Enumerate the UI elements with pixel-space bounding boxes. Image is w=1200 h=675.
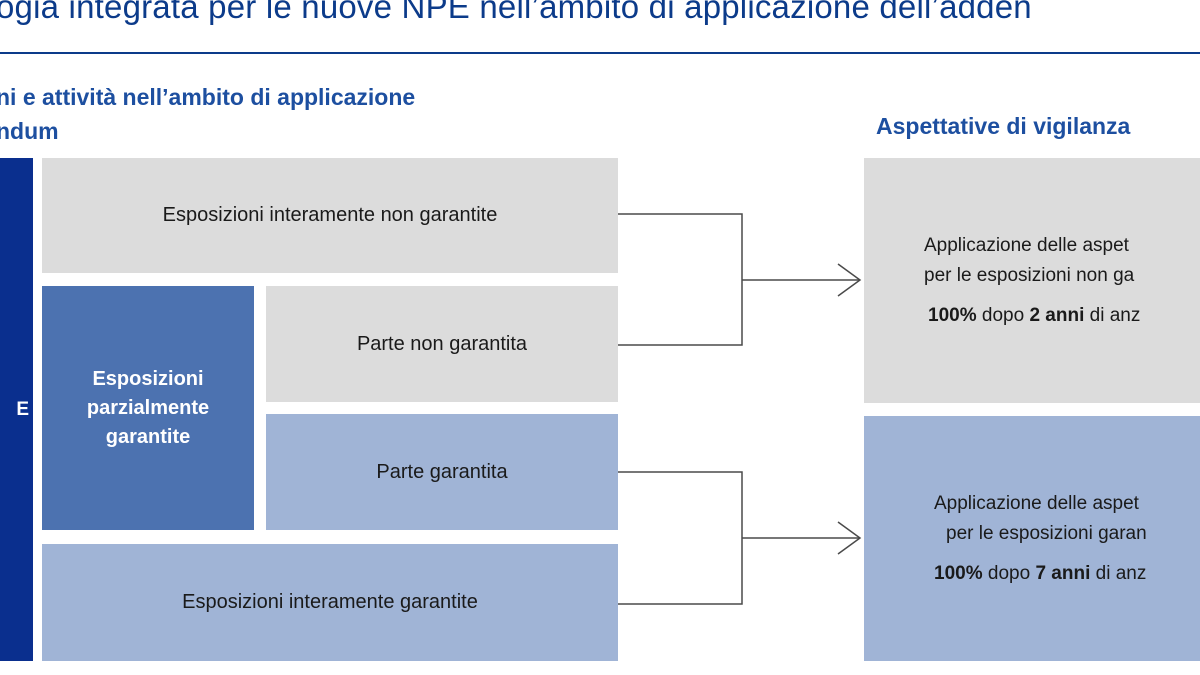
expectation-secured-years: 7 anni <box>1035 562 1091 584</box>
side-category-label: E <box>16 398 29 420</box>
side-category-bar: E <box>0 158 33 661</box>
title-divider <box>0 52 1200 54</box>
expectation-unsecured-pct: 100% <box>928 304 977 326</box>
expectation-unsecured-years: 2 anni <box>1029 304 1085 326</box>
left-heading-line-1: ni e attività nell’ambito di applicazion… <box>0 84 416 110</box>
expectation-unsecured-timeline: 100% dopo 2 anni di anz <box>924 301 1200 331</box>
box-partially-secured-label: Esposizioni parzialmente garantite <box>86 367 210 448</box>
box-unsecured-part-label: Parte non garantita <box>356 332 528 355</box>
left-heading-line-2: ndum <box>0 118 59 144</box>
right-section-heading: Aspettative di vigilanza <box>876 113 1131 139</box>
connector-lower-bracket <box>618 471 743 605</box>
expectation-unsecured-tail: di anz <box>1089 304 1141 326</box>
expectation-secured-line-2: per le esposizioni garan <box>946 522 1147 544</box>
box-unsecured-part: Parte non garantita <box>266 286 618 402</box>
expectation-secured-mid: dopo <box>987 562 1031 584</box>
connector-upper-arrow-head <box>837 263 862 297</box>
left-section-heading: ni e attività nell’ambito di applicazion… <box>0 80 415 148</box>
box-unsecured-exposures-label: Esposizioni interamente non garantite <box>162 204 498 226</box>
box-secured-part: Parte garantita <box>266 414 618 530</box>
box-secured-exposures-label: Esposizioni interamente garantite <box>182 591 478 613</box>
box-secured-part-label: Parte garantita <box>376 460 508 483</box>
expectation-unsecured-line-1: Applicazione delle aspet <box>924 234 1129 256</box>
expectation-unsecured-line-2: per le esposizioni non ga <box>924 264 1135 286</box>
expectation-box-secured: Applicazione delle aspet per le esposizi… <box>864 416 1200 661</box>
expectation-secured-timeline: 100% dopo 7 anni di anz <box>934 559 1200 589</box>
expectation-box-unsecured: Applicazione delle aspet per le esposizi… <box>864 158 1200 403</box>
box-partially-secured-exposures: Esposizioni parzialmente garantite <box>42 286 254 530</box>
connector-lower-arrow-head <box>837 521 862 555</box>
box-secured-exposures: Esposizioni interamente garantite <box>42 544 618 661</box>
page-title: ogia integrata per le nuove NPE nell’amb… <box>0 0 1032 25</box>
expectation-unsecured-mid: dopo <box>981 304 1025 326</box>
connector-upper-bracket <box>618 213 743 346</box>
expectation-secured-line-1: Applicazione delle aspet <box>934 492 1139 514</box>
expectation-secured-tail: di anz <box>1095 562 1147 584</box>
box-unsecured-exposures: Esposizioni interamente non garantite <box>42 158 618 273</box>
expectation-secured-pct: 100% <box>934 562 983 584</box>
